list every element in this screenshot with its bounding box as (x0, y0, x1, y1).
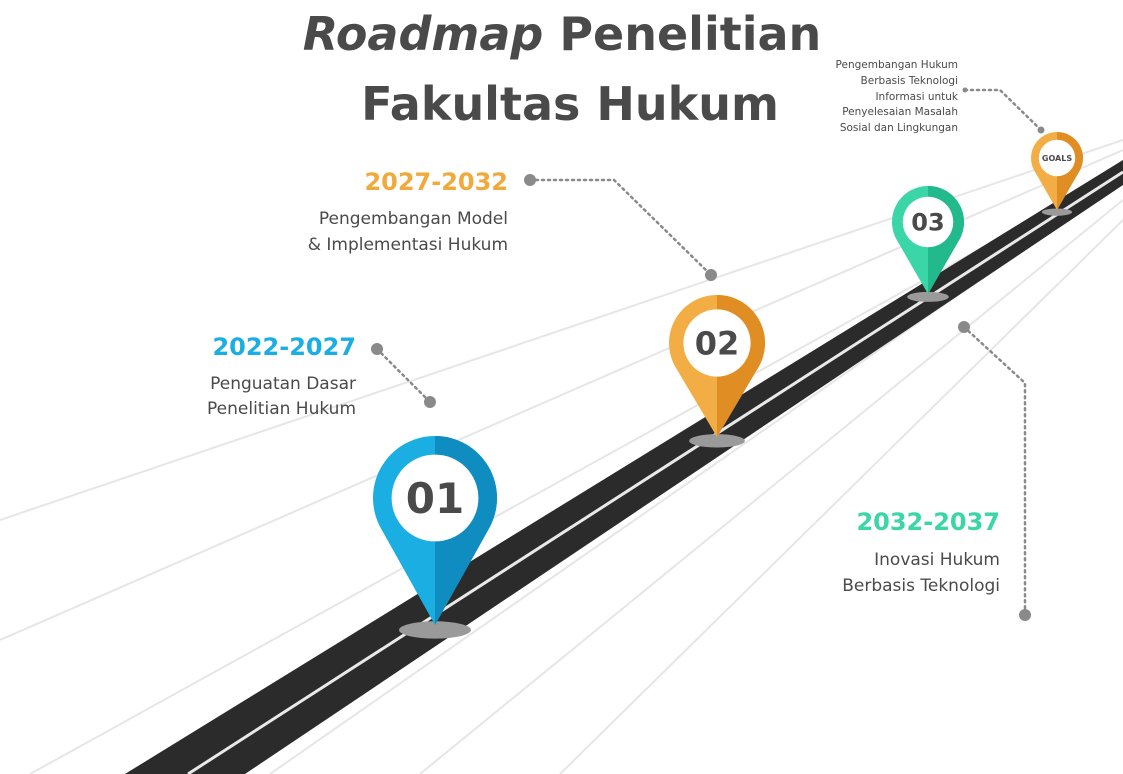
pin-03-number: 03 (911, 209, 944, 237)
pin-goals-inner (1038, 139, 1076, 177)
leader-dot (424, 396, 436, 408)
goals-line-4: Penyelesaian Masalah (842, 106, 958, 118)
stage-02-desc-line-2: & Implementasi Hukum (308, 235, 508, 255)
leader-line-goals (963, 88, 1043, 132)
stage-03-label: 2032-2037 Inovasi Hukum Berbasis Teknolo… (842, 508, 1000, 596)
goals-line-1: Pengembangan Hukum (836, 59, 958, 71)
leader-dot (524, 174, 536, 186)
leader-dot (371, 343, 383, 355)
pin-goals: GOALS (1031, 131, 1083, 216)
pin-goals-number: GOALS (1042, 154, 1072, 163)
goals-line-2: Berbasis Teknologi (861, 75, 958, 87)
stage-01-label: 2022-2027 Penguatan Dasar Penelitian Huk… (207, 333, 356, 419)
leader-dots (371, 87, 1045, 621)
leader-dot (958, 321, 970, 333)
pin-01-number: 01 (406, 474, 464, 523)
leader-line-02 (528, 178, 713, 277)
pin-02-inner (683, 309, 751, 377)
pin-01-inner (391, 454, 479, 542)
leader-dot (705, 269, 717, 281)
perspective-line (29, 169, 1123, 774)
markers: 01 02 03 GOALS (372, 131, 1083, 639)
stage-03-period: 2032-2037 (856, 508, 1000, 536)
stage-03-desc-line-2: Berbasis Teknologi (842, 576, 1000, 596)
pin-03: 03 (892, 185, 965, 302)
pin-02: 02 (669, 294, 765, 448)
pin-01: 01 (372, 436, 497, 639)
road (125, 160, 1123, 774)
pin-03-shadow (907, 291, 949, 302)
perspective-line (0, 139, 1123, 521)
road-center-line (187, 170, 1123, 774)
leader-dot (1037, 126, 1045, 134)
goals-label: Pengembangan Hukum Berbasis Teknologi In… (836, 59, 959, 134)
stage-01-period: 2022-2027 (212, 333, 356, 361)
leader-lines (375, 88, 1043, 617)
stage-03-desc-line-1: Inovasi Hukum (874, 550, 1000, 570)
leader-dot (962, 87, 968, 93)
perspective-line (419, 199, 1123, 774)
stage-02-desc-line-1: Pengembangan Model (319, 209, 508, 229)
stage-02-label: 2027-2032 Pengembangan Model & Implement… (308, 168, 508, 255)
pin-goals-shadow (1041, 208, 1073, 216)
stage-02-period: 2027-2032 (364, 168, 508, 196)
stage-01-desc-line-1: Penguatan Dasar (210, 374, 356, 394)
title-italic: Roadmap (303, 7, 544, 61)
pin-03-inner (902, 196, 954, 248)
stage-01-desc-line-2: Penelitian Hukum (207, 399, 356, 419)
pin-02-shadow (689, 434, 745, 448)
perspective-line (559, 219, 1123, 774)
leader-dot (1019, 609, 1031, 621)
page-title-line-2: Fakultas Hukum (361, 77, 779, 131)
leader-line-03 (962, 325, 1027, 617)
leader-line-01 (375, 347, 432, 404)
goals-line-3: Informasi untuk (875, 91, 958, 103)
page-title-line-1: Roadmap Penelitian (303, 7, 822, 61)
goals-line-5: Sosial dan Lingkungan (840, 122, 958, 134)
pin-01-shadow (399, 621, 471, 639)
pin-02-number: 02 (695, 325, 740, 363)
title-rest: Penelitian (543, 7, 821, 61)
